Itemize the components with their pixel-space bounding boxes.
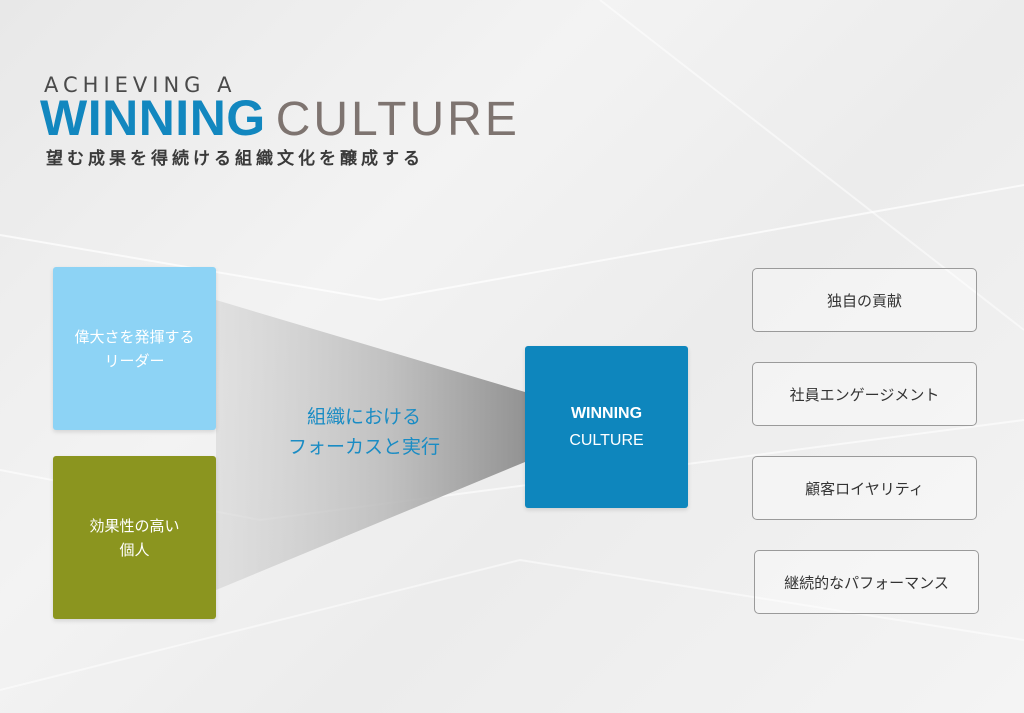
outcome-box-contribution: 独自の貢献 xyxy=(752,268,977,332)
outcome-label: 独自の貢献 xyxy=(826,291,902,310)
title-prefix: ACHIEVING A xyxy=(44,73,237,97)
funnel-label: 組織における フォーカスと実行 xyxy=(287,406,440,458)
input-box-individual: 効果性の高い 個人 xyxy=(53,456,216,619)
winning-culture-box: WINNING CULTURE xyxy=(525,346,688,508)
input-box-leader: 偉大さを発揮する リーダー xyxy=(53,267,216,430)
outcome-box-performance: 継続的なパフォーマンス xyxy=(754,550,979,614)
title-winning: WINNING xyxy=(40,90,266,146)
center-line2: CULTURE xyxy=(569,432,644,449)
outcome-box-loyalty: 顧客ロイヤリティ xyxy=(752,456,977,520)
outcome-box-engagement: 社員エンゲージメント xyxy=(752,362,977,426)
outcome-label: 継続的なパフォーマンス xyxy=(784,573,949,592)
input-box-leader-label: 偉大さを発揮する リーダー xyxy=(74,327,195,370)
outcome-label: 顧客ロイヤリティ xyxy=(805,479,924,498)
title-culture: CULTURE xyxy=(275,93,520,146)
outcome-label: 社員エンゲージメント xyxy=(789,385,940,404)
page-subtitle: 望む成果を得続ける組織文化を醸成する xyxy=(46,149,424,169)
focus-funnel xyxy=(216,300,525,590)
input-box-individual-label: 効果性の高い 個人 xyxy=(89,516,180,559)
center-line1: WINNING xyxy=(570,405,643,422)
